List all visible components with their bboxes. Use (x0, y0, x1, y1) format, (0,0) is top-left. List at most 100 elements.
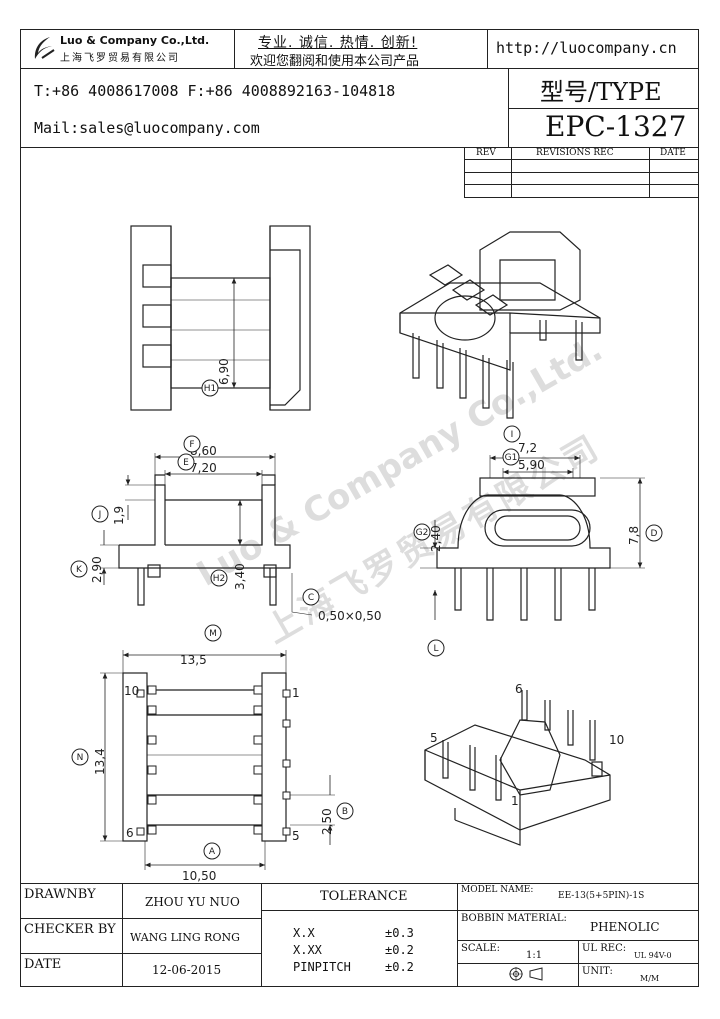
drawing-frame (20, 29, 699, 987)
unit-value: M/M (640, 974, 660, 983)
scale-label: SCALE: (461, 943, 501, 954)
rev-header: REV (476, 148, 496, 158)
scale-value: 1:1 (526, 950, 543, 961)
header-sep-1 (234, 29, 235, 68)
tol-pinpitch-label: PINPITCH (293, 960, 351, 974)
checker-value: WANG LING RONG (130, 931, 240, 944)
top-view (130, 225, 311, 411)
pin-label-6: 6 (126, 826, 134, 840)
callout-h1: H1 (204, 384, 217, 394)
bobbin-material-value: PHENOLIC (590, 920, 660, 934)
callout-f: F (189, 440, 194, 450)
unit-label: UNIT: (582, 966, 613, 977)
dim-j-label: 1,9 (112, 506, 126, 525)
callout-e: E (183, 458, 189, 468)
date-value: 12-06-2015 (152, 963, 222, 977)
bobbin-material-label: BOBBIN MATERIAL: (461, 913, 567, 924)
callout-n: N (77, 753, 84, 763)
tb-sep-2 (261, 883, 262, 987)
dim-e-label: 7,20 (190, 461, 217, 475)
iso-pin-label-6: 6 (515, 682, 523, 696)
callout-k: K (76, 565, 83, 575)
dim-b-label: 2,50 (320, 808, 334, 835)
model-name-value: EE-13(5+5PIN)-1S (558, 891, 645, 901)
side-view (420, 455, 645, 621)
tol-xxx-value: ±0.2 (385, 943, 414, 957)
dim-i-label: 7,2 (518, 441, 537, 455)
tb-sep-4 (20, 918, 261, 919)
callout-g2: G2 (416, 528, 429, 538)
model-name-label: MODEL NAME: (461, 885, 534, 895)
callout-b: B (342, 807, 348, 817)
email[interactable]: Mail:sales@luocompany.com (34, 119, 260, 137)
dim-d-label: 7,8 (627, 526, 641, 545)
website-link[interactable]: http://luocompany.cn (496, 39, 677, 57)
tb-sep-1 (122, 883, 123, 987)
type-label: 型号/TYPE (540, 78, 662, 106)
dim-h1-label: 6,90 (217, 358, 231, 385)
callout-m: M (209, 629, 217, 639)
callout-h2: H2 (213, 574, 226, 584)
iso-view-top (399, 231, 601, 419)
tb-sep-3 (457, 883, 458, 987)
header-divider (20, 68, 508, 69)
pin-label-1: 1 (292, 686, 300, 700)
iso-pin-label-1: 1 (511, 794, 519, 808)
iso-pin-label-10: 10 (609, 733, 624, 747)
ul-rec-label: UL REC: (582, 943, 627, 954)
header-bottom-line (20, 147, 699, 148)
company-logo (30, 34, 56, 62)
slogan-line1: 专业. 诚信. 热情. 创新! (258, 35, 418, 51)
tol-xx-label: X.X (293, 926, 315, 940)
header-sep-5 (487, 68, 699, 69)
revisions-rec-header: REVISIONS REC (536, 148, 614, 158)
tol-xxx-label: X.XX (293, 943, 322, 957)
pin-label-10: 10 (124, 684, 139, 698)
dim-n-label: 13,4 (93, 748, 107, 775)
title-block-top (20, 883, 699, 884)
header-sep-3 (508, 68, 509, 147)
iso-pin-label-5: 5 (430, 731, 438, 745)
dim-a-label: 10,50 (182, 869, 216, 883)
date-label: DATE (24, 957, 62, 972)
bottom-view (100, 650, 335, 870)
header-sep-2 (487, 29, 488, 68)
front-view (100, 453, 313, 616)
dim-m-label: 13,5 (180, 653, 207, 667)
drawnby-label: DRAWNBY (24, 887, 96, 902)
checker-label: CHECKER BY (24, 922, 116, 937)
model-number: EPC-1327 (545, 110, 687, 143)
tb-sep-10 (578, 940, 579, 987)
drawnby-value: ZHOU YU NUO (145, 895, 240, 909)
company-name: Luo & Company Co.,Ltd. (60, 34, 210, 47)
dim-h2-label: 3,40 (233, 563, 247, 590)
company-name-cn: 上海飞罗贸易有限公司 (60, 53, 180, 64)
dim-k-label: 2,90 (90, 556, 104, 583)
dim-g2-label: 2,40 (429, 525, 443, 552)
callout-c: C (308, 593, 314, 603)
callout-l: L (433, 644, 438, 654)
phone-fax: T:+86 4008617008 F:+86 4008892163-104818 (34, 82, 396, 100)
iso-view-bottom (424, 690, 611, 846)
ul-rec-value: UL 94V-0 (634, 951, 672, 960)
slogan-line2: 欢迎您翻阅和使用本公司产品 (250, 54, 420, 69)
projection-symbol-icon (508, 966, 546, 982)
callout-j: J (98, 510, 102, 520)
callout-i: I (511, 430, 514, 440)
callout-g1: G1 (505, 453, 518, 463)
dim-g1-label: 5,90 (518, 458, 545, 472)
tb-sep-5 (20, 953, 261, 954)
tolerance-label: TOLERANCE (320, 889, 408, 904)
tb-sep-7 (457, 910, 699, 911)
revisions-table: REV REVISIONS REC DATE (464, 147, 699, 198)
tol-xx-value: ±0.3 (385, 926, 414, 940)
callout-a: A (209, 847, 216, 857)
tb-sep-6 (261, 910, 457, 911)
header-sep-4 (508, 108, 699, 109)
date-header: DATE (660, 148, 686, 158)
callout-d: D (651, 529, 658, 539)
pin-label-5: 5 (292, 829, 300, 843)
tol-pinpitch-value: ±0.2 (385, 960, 414, 974)
dim-c-label: 0,50×0,50 (318, 609, 382, 623)
